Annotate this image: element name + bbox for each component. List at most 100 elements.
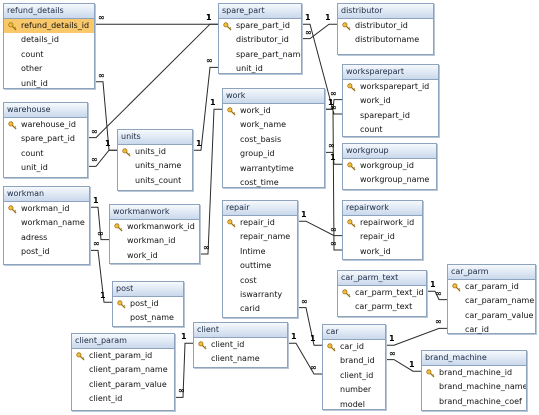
column-row[interactable]: client_param_name <box>72 363 174 377</box>
column-row[interactable]: client_id <box>323 369 385 383</box>
column-row[interactable]: brand_id <box>323 354 385 368</box>
table-title[interactable]: client <box>194 323 287 338</box>
column-row[interactable]: model <box>323 398 385 412</box>
table-title[interactable]: spare_part <box>219 4 301 19</box>
table-title[interactable]: repairwork <box>343 201 422 216</box>
column-row[interactable]: car_param_value <box>448 309 535 323</box>
table-title[interactable]: car_parm_text <box>338 271 426 286</box>
column-row[interactable]: workman_name <box>4 216 89 230</box>
column-row[interactable]: workman_id <box>4 202 89 216</box>
column-row[interactable]: unit_id <box>4 77 94 91</box>
table-title[interactable]: units <box>118 130 192 145</box>
column-row[interactable]: Intime <box>223 245 297 259</box>
table-title[interactable]: warehouse <box>4 103 87 118</box>
column-row[interactable]: details_id <box>4 33 94 47</box>
table-title[interactable]: workmanwork <box>110 205 199 220</box>
table-title[interactable]: workgroup <box>343 144 436 159</box>
column-row[interactable]: count <box>4 147 87 161</box>
column-row[interactable]: distributor_id <box>338 19 433 33</box>
column-row[interactable]: brand_machine_id <box>422 366 526 380</box>
column-row[interactable]: distributorname <box>338 33 433 47</box>
column-row[interactable]: work_id <box>343 94 438 108</box>
column-row[interactable]: work_id <box>343 245 422 259</box>
column-row[interactable]: unit_id <box>4 161 87 175</box>
table-title[interactable]: post <box>113 282 183 297</box>
column-row[interactable]: number <box>323 383 385 397</box>
column-row[interactable]: client_id <box>194 338 287 352</box>
column-row[interactable]: iswarranty <box>223 288 297 302</box>
column-row[interactable]: repairwork_id <box>343 216 422 230</box>
table-title[interactable]: car_parm <box>448 265 535 280</box>
column-row[interactable]: workmanwork_id <box>110 220 199 234</box>
column-row[interactable]: car_param_id <box>448 280 535 294</box>
column-row[interactable]: cost_basis <box>223 133 324 147</box>
table-title[interactable]: work <box>223 89 324 104</box>
column-row[interactable]: spare_part_id <box>219 19 301 33</box>
column-row[interactable]: outtime <box>223 259 297 273</box>
column-row[interactable]: work_id <box>223 104 324 118</box>
column-row[interactable]: work_name <box>223 118 324 132</box>
column-row[interactable]: repair_id <box>343 230 422 244</box>
column-row[interactable]: units_count <box>118 174 192 188</box>
column-row[interactable]: car_parm_text <box>338 300 426 314</box>
table-title[interactable]: distributor <box>338 4 433 19</box>
column-row[interactable]: refund_details_id <box>4 19 94 34</box>
column-row[interactable]: sparepart_id <box>343 109 438 123</box>
column-row[interactable]: worksparepart_id <box>343 80 438 94</box>
column-row[interactable]: post_id <box>113 297 183 311</box>
column-row[interactable]: other <box>4 62 94 76</box>
table-title[interactable]: car <box>323 325 385 340</box>
column-row[interactable]: client_name <box>194 352 287 366</box>
table-title[interactable]: refund_details <box>4 4 94 19</box>
column-row[interactable]: spare_part_id <box>4 132 87 146</box>
column-row[interactable]: car_id <box>323 340 385 354</box>
table-title[interactable]: worksparepart <box>343 65 438 80</box>
column-row[interactable]: units_id <box>118 145 192 159</box>
column-row[interactable]: repair_name <box>223 230 297 244</box>
column-row[interactable]: client_id <box>72 392 174 406</box>
column-row[interactable]: car_parm_text_id <box>338 286 426 300</box>
column-row[interactable]: brand_machine_coef <box>422 395 526 409</box>
table-title[interactable]: brand_machine <box>422 351 526 366</box>
column-row[interactable]: distributor_id <box>219 33 301 47</box>
column-row[interactable]: client_param_id <box>72 349 174 363</box>
column-row[interactable]: group_id <box>223 147 324 161</box>
column-row[interactable]: spare_part_name <box>219 48 301 62</box>
column-row[interactable]: workgroup_name <box>343 173 436 187</box>
column-row[interactable]: unit_id <box>219 62 301 76</box>
column-row[interactable]: cost_time <box>223 176 324 190</box>
table-title[interactable]: client_param <box>72 334 174 349</box>
column-row[interactable]: repair_id <box>223 216 297 230</box>
column-row[interactable]: work_id <box>110 249 199 263</box>
column-row[interactable]: car_id <box>448 323 535 337</box>
column-row[interactable]: client_param_value <box>72 378 174 392</box>
column-row[interactable]: units_name <box>118 159 192 173</box>
column-row[interactable]: post_name <box>113 311 183 325</box>
column-row[interactable]: carid <box>223 302 297 316</box>
column-row[interactable]: adress <box>4 231 89 245</box>
table-title[interactable]: repair <box>223 201 297 216</box>
column-row[interactable]: cost <box>223 274 297 288</box>
column-row[interactable]: post_id <box>4 245 89 259</box>
column-row[interactable]: count <box>4 48 94 62</box>
table-title[interactable]: workman <box>4 187 89 202</box>
column-row[interactable]: car_param_name <box>448 294 535 308</box>
